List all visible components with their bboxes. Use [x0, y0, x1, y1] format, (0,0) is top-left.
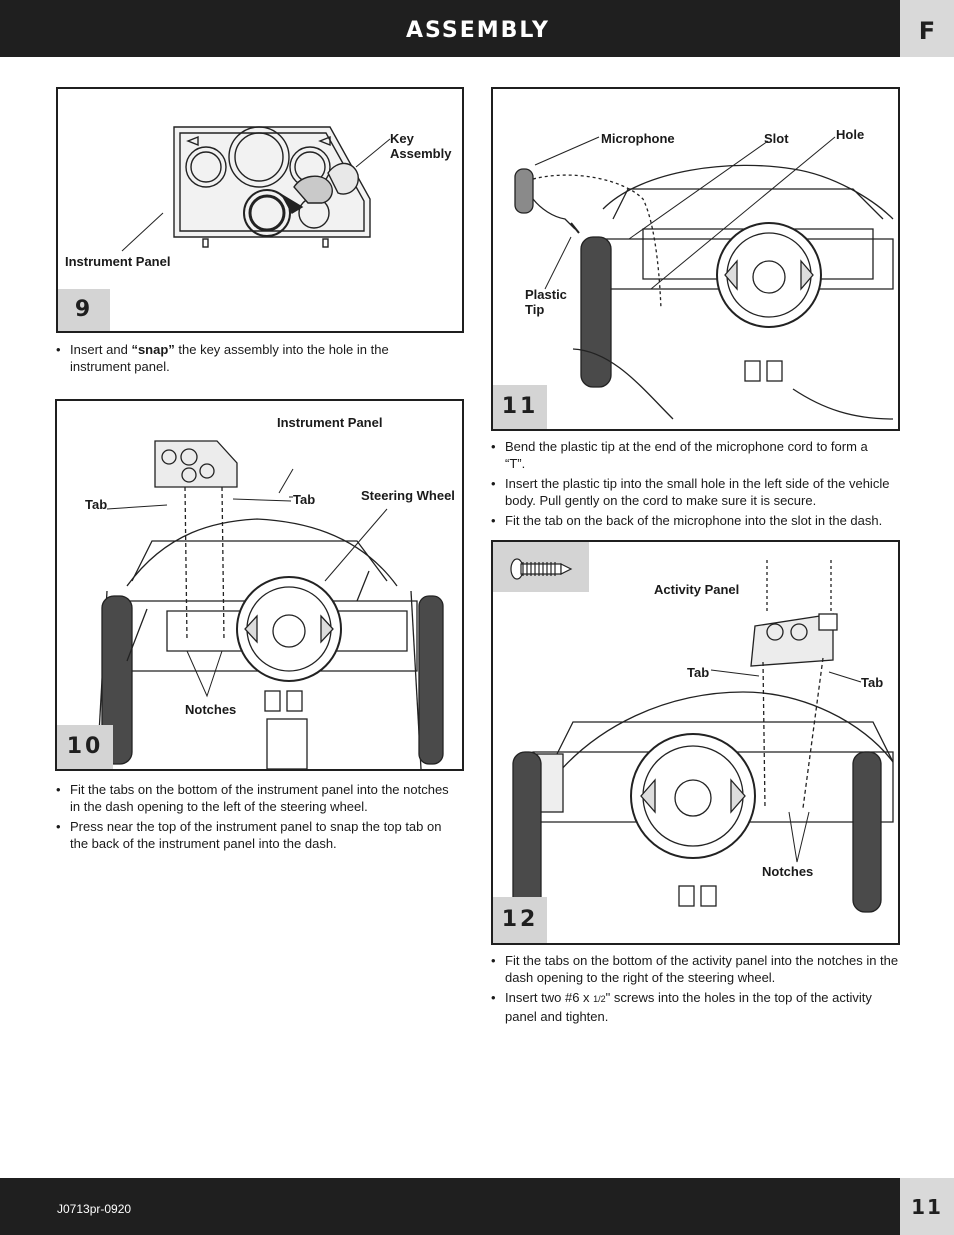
key-assembly-label: Key Assembly [390, 131, 452, 161]
step-12-number: 12 [493, 897, 547, 943]
step-10-bullet: Press near the top of the instrument pan… [56, 818, 456, 852]
tab-right-label: Tab [293, 492, 316, 507]
tab-left-label: Tab [85, 497, 108, 512]
notches-label: Notches [183, 702, 251, 719]
document-code: J0713pr-0920 [57, 1202, 132, 1216]
bullet-text: Insert and [70, 342, 132, 357]
screw-panel [493, 542, 589, 592]
step-9-instructions: Insert and “snap” the key assembly into … [56, 341, 396, 378]
step-11-number: 11 [493, 385, 547, 429]
step-12-bullet: Insert two #6 x 1/2" screws into the hol… [491, 989, 901, 1025]
step-12-instructions: Fit the tabs on the bottom of the activi… [491, 952, 901, 1028]
section-letter-tab: F [900, 0, 954, 57]
bullet-text: the key assembly into the hole in the in… [70, 342, 389, 374]
instrument-panel-illustration [121, 126, 391, 252]
section-title: ASSEMBLY [406, 18, 550, 43]
bullet-emphasis: “snap” [131, 342, 175, 357]
page-footer [0, 1178, 900, 1235]
hole-label: Hole [836, 127, 865, 142]
step-9-figure: Key Assembly Instrument Panel 9 [56, 87, 464, 333]
step-10-bullet: Fit the tabs on the bottom of the instru… [56, 781, 456, 815]
microphone-dashboard-illustration [514, 136, 894, 420]
activity-panel-illustration [512, 560, 894, 913]
step-10-number: 10 [57, 725, 113, 769]
slot-label: Slot [764, 131, 789, 146]
page-header [0, 0, 900, 57]
step-11-bullet: Fit the tab on the back of the microphon… [491, 512, 891, 529]
step-11-instructions: Bend the plastic tip at the end of the m… [491, 438, 891, 532]
instrument-panel-label: Instrument Panel [65, 254, 171, 269]
step-9-bullet: Insert and “snap” the key assembly into … [56, 341, 396, 375]
step-11-figure: Microphone Slot Hole Plastic Tip 11 [491, 87, 900, 431]
bullet-text: Insert two #6 x [505, 990, 594, 1005]
steering-wheel-label: Steering Wheel [361, 488, 455, 503]
tab-left-label: Tab [687, 665, 710, 680]
instrument-panel-label: Instrument Panel [277, 415, 383, 430]
step-10-figure: Instrument Panel Tab Tab Steering Wheel … [55, 399, 464, 771]
screw-icon [510, 558, 573, 580]
page-number: 11 [900, 1178, 954, 1235]
step-12-figure: Activity Panel Tab Tab Notches 12 [491, 540, 900, 945]
tab-right-label: Tab [861, 675, 884, 690]
plastic-tip-label: Plastic Tip [525, 287, 567, 317]
step-10-instructions: Fit the tabs on the bottom of the instru… [56, 781, 456, 855]
dashboard-illustration [96, 440, 444, 769]
step-9-number: 9 [58, 289, 110, 331]
fraction: 1/2 [593, 994, 606, 1004]
activity-panel-label: Activity Panel [654, 582, 740, 597]
step-12-bullet: Fit the tabs on the bottom of the activi… [491, 952, 901, 986]
microphone-label: Microphone [601, 131, 675, 146]
notches-label: Notches [760, 864, 828, 883]
step-11-bullet: Insert the plastic tip into the small ho… [491, 475, 891, 509]
step-11-bullet: Bend the plastic tip at the end of the m… [491, 438, 891, 472]
bullet-text: " screws into the holes in the top of th… [505, 990, 872, 1024]
